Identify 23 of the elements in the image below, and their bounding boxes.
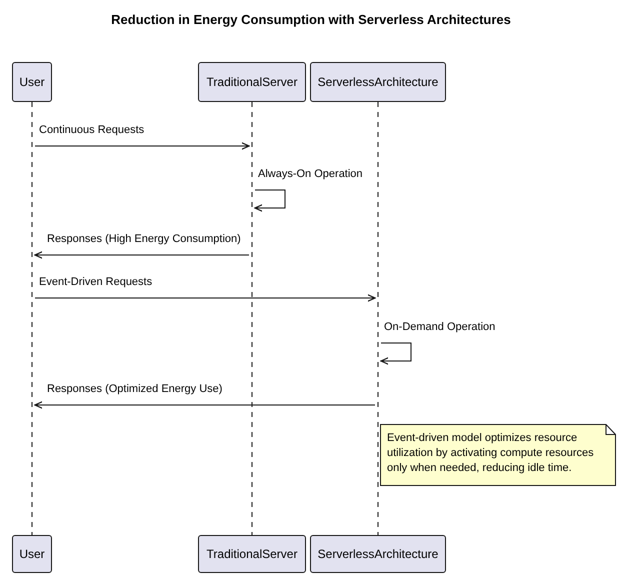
message-arrow [34,251,250,259]
edge-label: On-Demand Operation [383,321,496,333]
note-card: Event-driven model optimizes resource utilization by activating compute resources only when needed, reducing idle time. [380,424,616,486]
message-arrow [34,294,376,302]
participant-box: ServerlessArchitecture [310,62,446,102]
message-arrow [34,142,250,150]
lifeline [29,102,35,535]
participant-box: TraditionalServer [198,535,306,573]
edge-label: Always-On Operation [257,168,364,180]
self-message-arrow [254,190,286,212]
edge-label: Event-Driven Requests [38,276,154,288]
participant-box: User [12,62,52,102]
lifeline [375,102,381,535]
participant-box: User [12,535,52,573]
participant-box: TraditionalServer [198,62,306,102]
edge-label: Responses (Optimized Energy Use) [46,383,224,395]
edge-label: Responses (High Energy Consumption) [46,233,242,245]
participant-box: ServerlessArchitecture [310,535,446,573]
edge-label: Continuous Requests [38,124,146,136]
self-message-arrow [380,342,412,365]
lifeline [249,102,255,535]
diagram-title: Reduction in Energy Consumption with Serverless Architectures [110,12,512,27]
message-arrow [34,401,376,409]
